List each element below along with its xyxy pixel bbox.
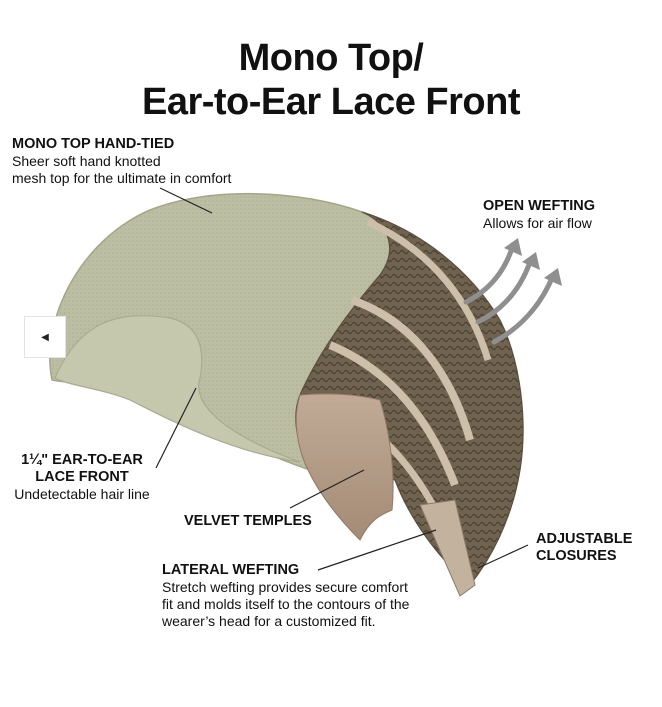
label-velvet-temples: VELVET TEMPLES <box>184 513 312 530</box>
open-wefting-desc: Allows for air flow <box>483 215 592 231</box>
adjustable-closures-heading-2: CLOSURES <box>536 548 617 564</box>
lateral-wefting-desc-3: wearer’s head for a customized fit. <box>162 613 376 629</box>
mono-top-heading: MONO TOP HAND-TIED <box>12 136 175 152</box>
label-open-wefting: OPEN WEFTING Allows for air flow <box>483 198 595 232</box>
velvet-temples-heading: VELVET TEMPLES <box>184 513 312 529</box>
lace-front-heading-2: LACE FRONT <box>35 469 129 485</box>
label-lateral-wefting: LATERAL WEFTING Stretch wefting provides… <box>162 562 409 630</box>
mono-top-desc-1: Sheer soft hand knotted <box>12 153 161 169</box>
carousel-prev-button[interactable]: ◀ <box>24 316 66 358</box>
adjustable-closure-tab <box>419 499 476 597</box>
lace-front-band <box>54 315 301 463</box>
lace-strip-3 <box>328 341 459 487</box>
velvet-temple <box>295 393 394 541</box>
chevron-left-icon: ◀ <box>41 331 49 343</box>
lateral-wefting-desc-2: fit and molds itself to the contours of … <box>162 596 410 612</box>
open-wefting-heading: OPEN WEFTING <box>483 198 595 214</box>
lateral-wefting-heading: LATERAL WEFTING <box>162 562 300 578</box>
lateral-wefting-desc-1: Stretch wefting provides secure comfort <box>162 579 408 595</box>
lace-strip-2 <box>350 296 474 442</box>
lace-front-desc: Undetectable hair line <box>14 486 150 502</box>
label-lace-front: 1¼" EAR-TO-EAR LACE FRONT Undetectable h… <box>4 452 160 503</box>
airflow-arrows <box>463 245 555 345</box>
diagram-title: Mono Top/ Ear-to-Ear Lace Front <box>0 36 662 124</box>
lace-strip-1 <box>366 218 492 362</box>
airflow-arrow-heads <box>504 238 562 286</box>
title-line-2: Ear-to-Ear Lace Front <box>141 81 521 123</box>
mono-top-desc-2: mesh top for the ultimate in comfort <box>12 170 232 186</box>
label-adjustable-closures: ADJUSTABLE CLOSURES <box>536 531 632 565</box>
adjustable-closures-heading-1: ADJUSTABLE <box>536 531 633 547</box>
title-line-1: Mono Top/ <box>238 37 424 79</box>
label-mono-top: MONO TOP HAND-TIED Sheer soft hand knott… <box>12 136 231 187</box>
leader-lines <box>155 187 529 571</box>
lace-front-heading-1: 1¼" EAR-TO-EAR <box>21 452 143 468</box>
